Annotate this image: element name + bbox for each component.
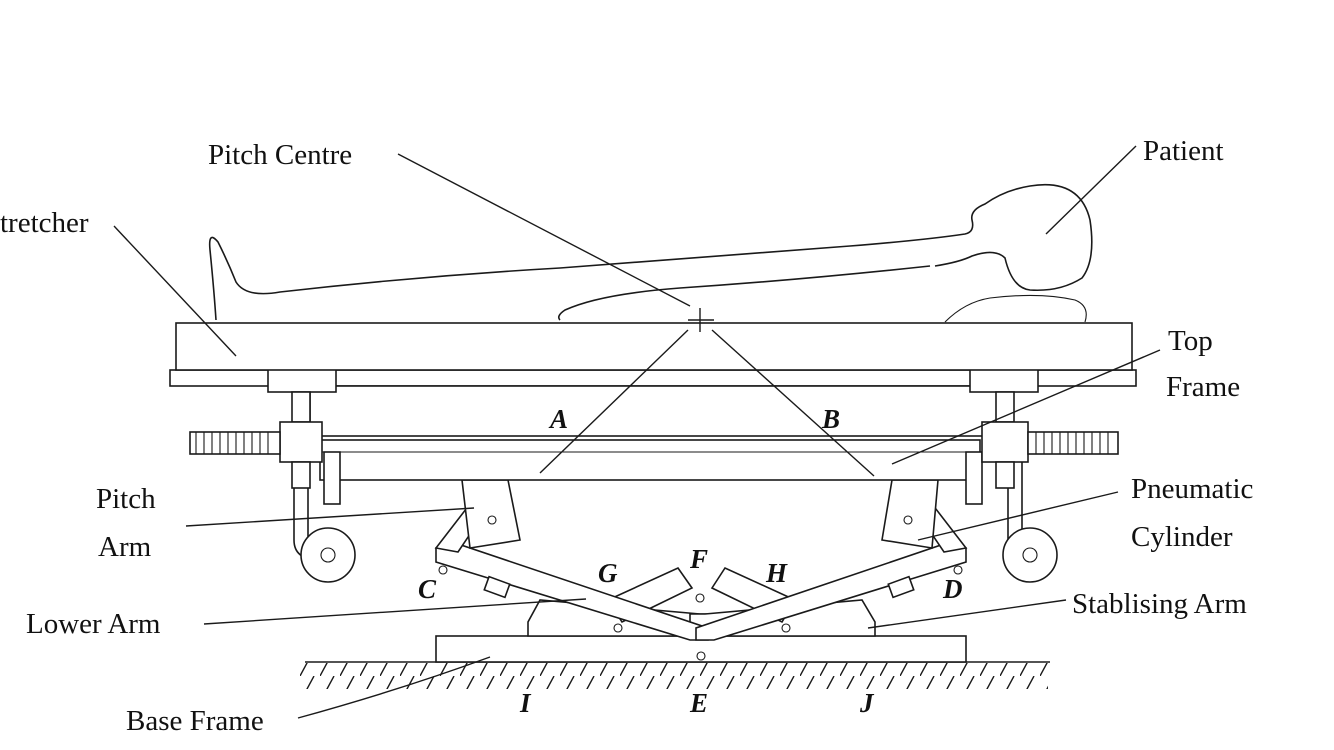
point-a: A <box>548 404 568 434</box>
leader-top-frame <box>891 349 1161 465</box>
label-stabilising-arm: Stablising Arm <box>1072 588 1247 620</box>
leader-stretcher <box>113 225 237 357</box>
leader-pitch-centre <box>397 153 691 307</box>
wheels <box>293 460 1058 583</box>
patient-outline <box>208 184 1093 323</box>
point-c: C <box>418 574 437 604</box>
label-top-frame-1: Top <box>1168 325 1213 357</box>
label-lower-arm: Lower Arm <box>26 608 161 640</box>
point-i: I <box>519 688 532 718</box>
top-frame <box>169 365 1137 505</box>
leader-lines <box>113 145 1161 719</box>
label-top-frame-2: Frame <box>1166 371 1240 403</box>
point-f: F <box>689 544 708 574</box>
right-handle <box>1027 431 1119 455</box>
label-stretcher: tretcher <box>0 207 89 239</box>
label-pitch-arm-2: Arm <box>98 531 152 563</box>
point-j: J <box>859 688 875 718</box>
point-labels: A B C D E F G H I J <box>418 404 963 718</box>
point-h: H <box>765 558 788 588</box>
label-patient: Patient <box>1143 135 1224 167</box>
leader-pitch-arm <box>185 507 475 527</box>
label-pneumatic-2: Cylinder <box>1131 521 1233 553</box>
pneumatic-cylinders <box>461 479 939 549</box>
leader-lower-arm <box>203 598 587 625</box>
label-pitch-centre: Pitch Centre <box>208 139 352 171</box>
lower-arms <box>435 543 967 641</box>
pitch-construction-lines <box>539 308 875 477</box>
leader-base-frame <box>297 656 491 719</box>
ground <box>300 661 1050 689</box>
labels: Pitch Centre Patient tretcher Top Frame … <box>0 135 1253 737</box>
point-g: G <box>598 558 618 588</box>
point-e: E <box>689 688 708 718</box>
point-d: D <box>942 574 963 604</box>
leader-stabilising-arm <box>867 599 1067 629</box>
point-b: B <box>821 404 840 434</box>
leader-pneumatic-cylinder <box>917 491 1119 541</box>
label-pneumatic-1: Pneumatic <box>1131 473 1253 505</box>
label-pitch-arm-1: Pitch <box>96 483 156 515</box>
label-base-frame: Base Frame <box>126 705 264 737</box>
pivot-e <box>696 651 706 661</box>
leader-patient <box>1045 145 1137 235</box>
